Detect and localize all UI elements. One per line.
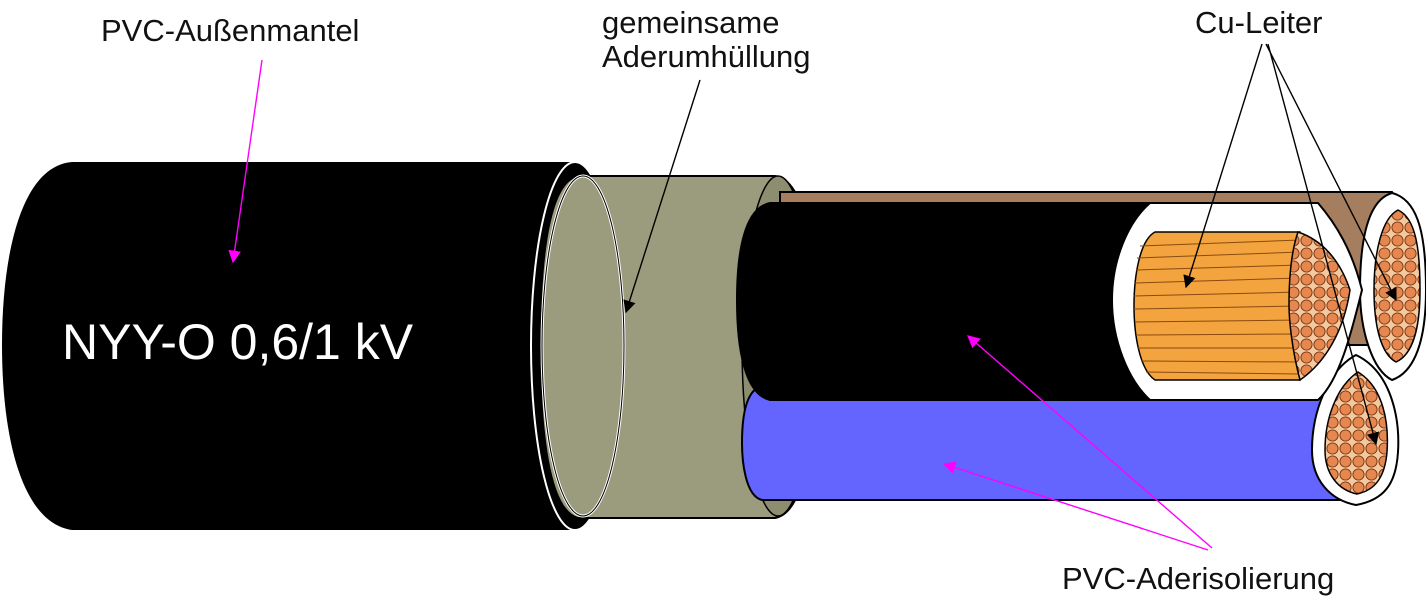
label-outer-jacket: PVC-Außenmantel bbox=[101, 13, 360, 48]
conductor-arrow-2 bbox=[1265, 43, 1397, 302]
label-conductor: Cu-Leiter bbox=[1195, 5, 1323, 40]
filler-arrow bbox=[623, 79, 701, 314]
conductor-arrow-3 bbox=[1267, 43, 1380, 446]
label-core-insulation: PVC-Aderisolierung bbox=[1062, 561, 1335, 596]
insulation-arrow-1 bbox=[967, 335, 1213, 549]
copper-strand-lines bbox=[1133, 239, 1301, 375]
label-inner-filler: gemeinsame Aderumhüllung bbox=[602, 6, 811, 74]
core-blue bbox=[740, 353, 1400, 507]
label-inner-filler-line2: Aderumhüllung bbox=[602, 39, 811, 74]
pointer-arrows bbox=[228, 43, 1397, 551]
label-inner-filler-line1: gemeinsame bbox=[602, 5, 780, 40]
core-black bbox=[735, 202, 1364, 401]
insulation-arrow-2 bbox=[942, 461, 1209, 551]
cable-type-marking: NYY-O 0,6/1 kV bbox=[62, 314, 414, 370]
jacket-arrow bbox=[228, 59, 263, 264]
conductor-arrow-1 bbox=[1183, 43, 1263, 289]
